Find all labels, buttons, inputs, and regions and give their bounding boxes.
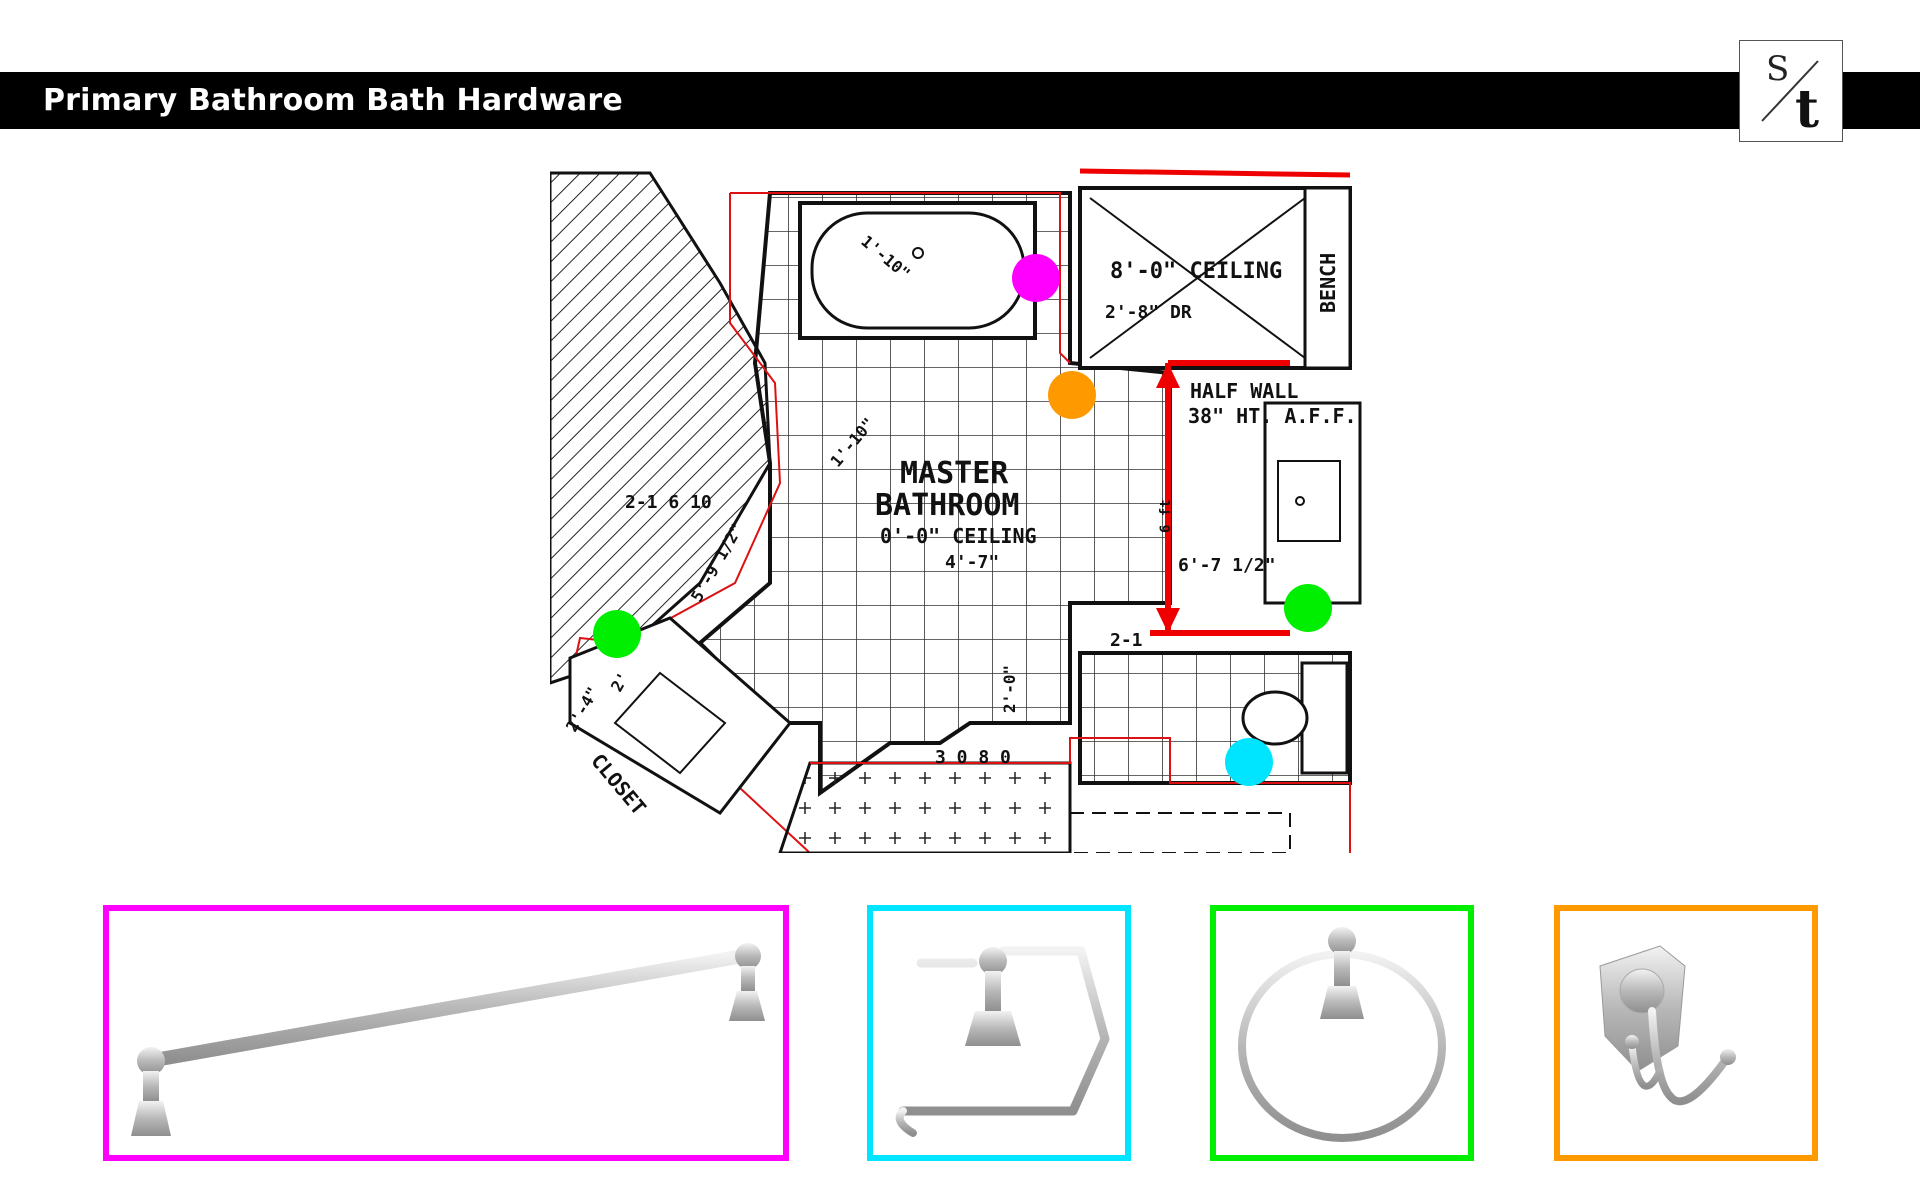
logo-slash [1761, 60, 1819, 122]
floor-plan-drawing: MASTER BATHROOM 0'-0" CEILING 8'-0" CEIL… [550, 168, 1362, 853]
logo: S t [1739, 40, 1843, 142]
toilet-paper-holder-icon [895, 946, 1110, 1137]
shower-ceiling: 8'-0" CEILING [1110, 259, 1282, 284]
half-wall-line2: 38" HT. A.F.F. [1188, 404, 1357, 428]
product-card-robe-hook[interactable] [1554, 905, 1818, 1161]
red-outline-top [730, 192, 1071, 364]
bathroom-floor [697, 191, 1172, 797]
product-card-towel-ring[interactable] [1210, 905, 1474, 1161]
dim-door-left: 2-1 6 10 [625, 492, 712, 513]
floor-plan: MASTER BATHROOM 0'-0" CEILING 8'-0" CEIL… [550, 163, 1370, 853]
page-title: Primary Bathroom Bath Hardware [43, 83, 623, 118]
bay-area [778, 761, 1072, 853]
room-name-line2: BATHROOM [875, 488, 1020, 523]
red-line-top [1079, 168, 1351, 178]
towel-bar-icon [131, 943, 765, 1136]
shower-door: 2'-8" DR [1105, 302, 1192, 323]
bathtub [810, 211, 1026, 330]
marker-green-right [1284, 584, 1332, 632]
dim-bay: 3 0 8 0 [935, 747, 1011, 768]
dim-door-right: 2-1 [1110, 630, 1143, 651]
bench [1303, 186, 1352, 370]
room-name-line1: MASTER [900, 456, 1009, 491]
logo-letter-t: t [1795, 79, 1820, 140]
logo-letter-s: S [1766, 49, 1790, 89]
dim-half: 6'-7 1/2" [1178, 555, 1276, 576]
room-ceiling: 0'-0" CEILING [880, 524, 1037, 548]
toilet [1241, 690, 1309, 746]
marker-cyan [1225, 738, 1273, 786]
half-wall-red [1150, 360, 1290, 636]
dim-vert: 6 ft [1158, 499, 1174, 533]
product-card-towel-bar[interactable] [103, 905, 789, 1161]
hatched-area [550, 173, 770, 683]
product-card-toilet-paper-holder[interactable] [867, 905, 1131, 1161]
robe-hook-icon [1599, 945, 1736, 1106]
half-wall-line1: HALF WALL [1190, 379, 1298, 403]
dim-bottom: 2'-0" [1000, 665, 1019, 713]
towel-ring-icon [1238, 927, 1446, 1142]
dim-width: 4'-7" [945, 552, 999, 573]
header-bar [0, 72, 1920, 129]
marker-orange [1048, 371, 1096, 419]
marker-green-left [593, 610, 641, 658]
marker-magenta [1012, 254, 1060, 302]
bench-label: BENCH [1316, 253, 1340, 313]
